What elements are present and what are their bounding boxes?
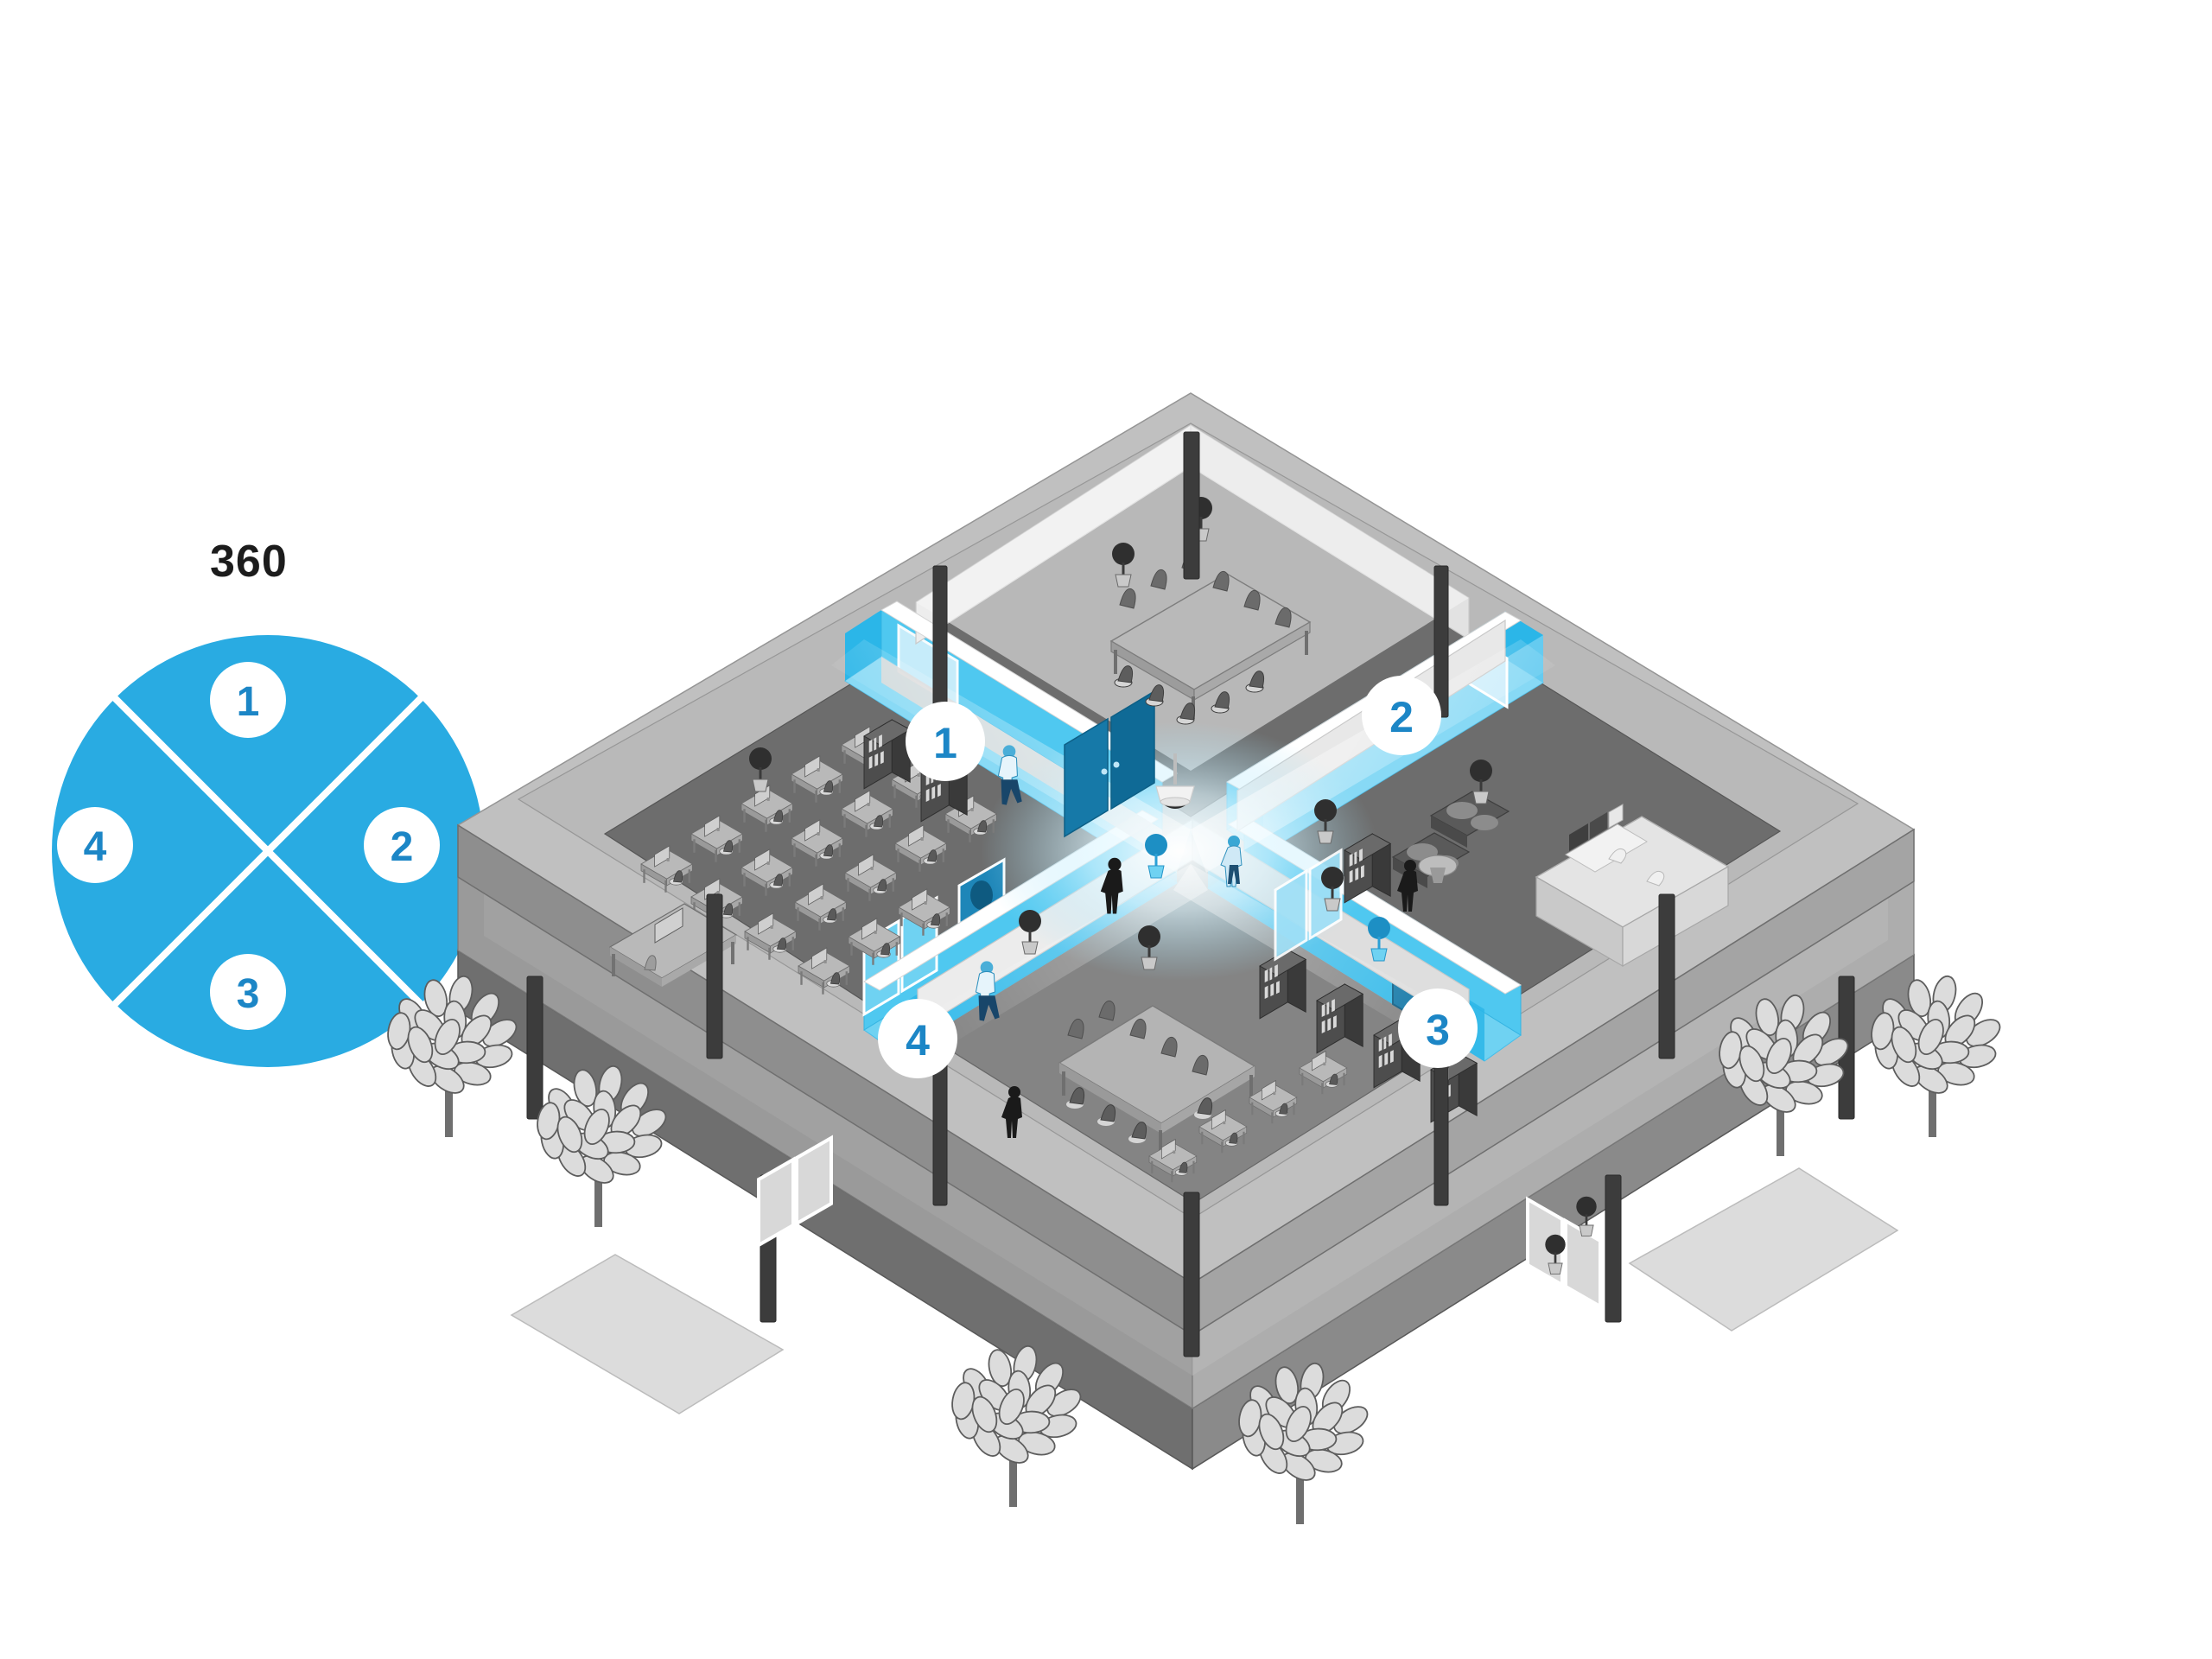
compass-divider-nw bbox=[112, 696, 270, 854]
conference-chairs-north-front bbox=[1114, 665, 1265, 725]
compass-divider-se bbox=[265, 849, 423, 1007]
tree-e-2 bbox=[1868, 973, 2005, 1137]
tree-e-1 bbox=[1716, 992, 1853, 1156]
manager-desk-west bbox=[608, 903, 738, 987]
compass-badge-2-label: 2 bbox=[391, 824, 414, 870]
open-office-west-furniture bbox=[608, 719, 997, 995]
corridor-marker-2-label: 2 bbox=[1389, 693, 1414, 741]
glass-doors-corridor-3[interactable] bbox=[1274, 848, 1343, 962]
tree-s-2 bbox=[1236, 1360, 1373, 1524]
lobby-coffee-table bbox=[1418, 855, 1458, 883]
conference-chairs-south-front bbox=[1066, 1087, 1213, 1143]
compass-badge-1-label: 1 bbox=[237, 679, 260, 725]
compass-badge-4[interactable]: 4 bbox=[57, 807, 133, 883]
compass-divider-sw bbox=[112, 849, 270, 1007]
conference-table-north bbox=[1109, 573, 1312, 719]
conference-chairs-south bbox=[1067, 1000, 1209, 1076]
compass-badge-2[interactable]: 2 bbox=[364, 807, 440, 883]
legend-title: 360 bbox=[210, 537, 288, 587]
building: 1 2 3 4 bbox=[385, 392, 2005, 1524]
corridor-marker-1-label: 1 bbox=[933, 719, 957, 767]
tree-s-1 bbox=[949, 1343, 1086, 1507]
walkway-sw bbox=[510, 1254, 785, 1414]
corridor-marker-1[interactable]: 1 bbox=[906, 702, 985, 781]
entrance-sw[interactable] bbox=[757, 1135, 833, 1249]
compass-divider-ne bbox=[265, 696, 423, 854]
corridor-marker-4[interactable]: 4 bbox=[878, 999, 957, 1078]
tree-w-2 bbox=[534, 1063, 671, 1227]
compass-badge-1[interactable]: 1 bbox=[210, 662, 286, 738]
walkway-se bbox=[1628, 1167, 1899, 1332]
lobby-east-furniture bbox=[1313, 759, 1730, 968]
compass-badge-3[interactable]: 3 bbox=[210, 954, 286, 1030]
conference-room-south-furniture bbox=[1058, 925, 1478, 1183]
corridor-marker-3-label: 3 bbox=[1426, 1006, 1450, 1054]
compass-widget[interactable]: 1 2 3 4 bbox=[52, 635, 484, 1067]
lobby-sofa-b bbox=[1429, 791, 1510, 848]
tree-w-1 bbox=[385, 973, 522, 1137]
reception-desk bbox=[1535, 804, 1730, 968]
corridor-marker-4-label: 4 bbox=[906, 1016, 930, 1065]
corridor-marker-3[interactable]: 3 bbox=[1398, 988, 1478, 1068]
compass-badge-3-label: 3 bbox=[237, 971, 260, 1017]
central-double-doors[interactable] bbox=[1064, 690, 1155, 838]
corridor-marker-2[interactable]: 2 bbox=[1362, 676, 1441, 755]
compass-badge-4-label: 4 bbox=[84, 824, 107, 870]
360-dome-camera[interactable] bbox=[1155, 753, 1195, 809]
